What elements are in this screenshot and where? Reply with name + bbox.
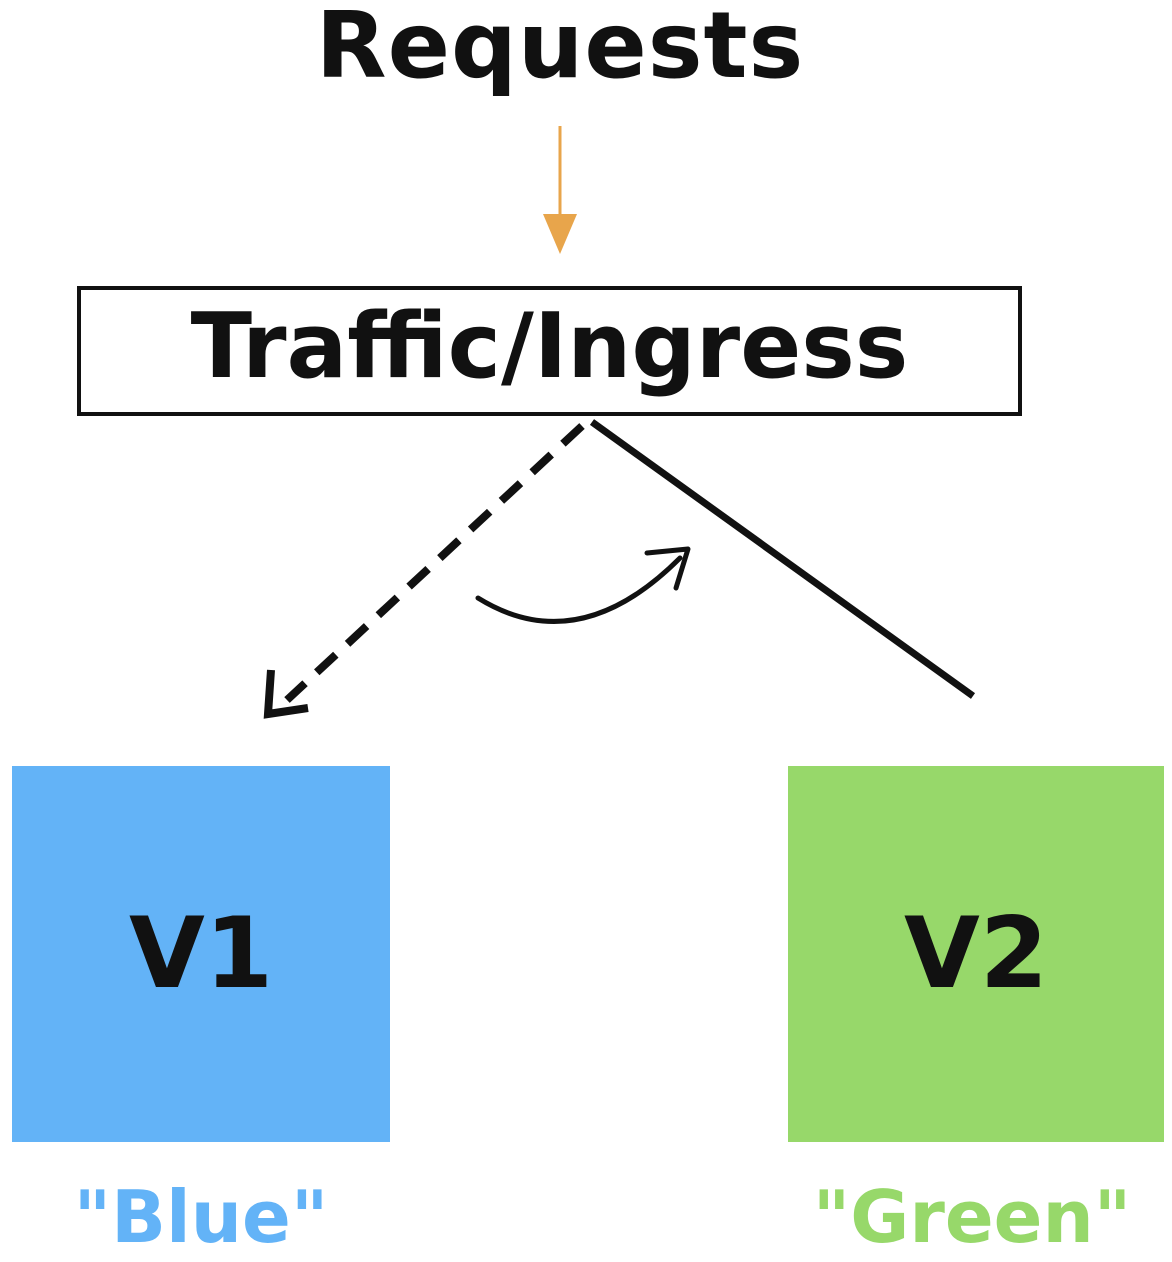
solid-route-line-v2 (589, 419, 976, 699)
v1-blue-box: V1 (12, 766, 390, 1142)
v1-label: V1 (128, 897, 274, 1011)
traffic-ingress-label: Traffic/Ingress (190, 294, 909, 399)
green-caption: "Green" (812, 1175, 1132, 1259)
dashed-route-arrow-v1 (263, 423, 585, 719)
switch-curved-arrow (475, 546, 691, 624)
request-arrow (543, 126, 577, 254)
requests-title: Requests (315, 0, 805, 99)
traffic-ingress-box: Traffic/Ingress (77, 286, 1022, 416)
v2-label: V2 (903, 897, 1049, 1011)
blue-caption: "Blue" (73, 1175, 329, 1259)
v2-green-box: V2 (788, 766, 1164, 1142)
